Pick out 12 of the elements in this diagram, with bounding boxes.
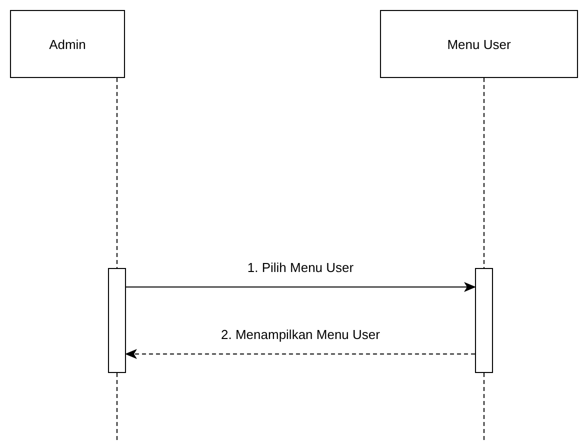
participant-box bbox=[380, 10, 578, 78]
participant-name: Admin bbox=[49, 36, 86, 52]
edge-label: 1. Pilih Menu User bbox=[245, 260, 356, 275]
activation-bar bbox=[108, 268, 126, 373]
activation-bar bbox=[475, 268, 493, 373]
return-arrow bbox=[125, 349, 476, 359]
edge-label: 2. Menampilkan Menu User bbox=[219, 327, 382, 342]
lifeline bbox=[116, 372, 118, 441]
lifeline bbox=[116, 78, 118, 268]
message-arrow bbox=[126, 282, 476, 292]
participant-box bbox=[10, 10, 125, 78]
participant-name: Menu User bbox=[447, 36, 511, 52]
